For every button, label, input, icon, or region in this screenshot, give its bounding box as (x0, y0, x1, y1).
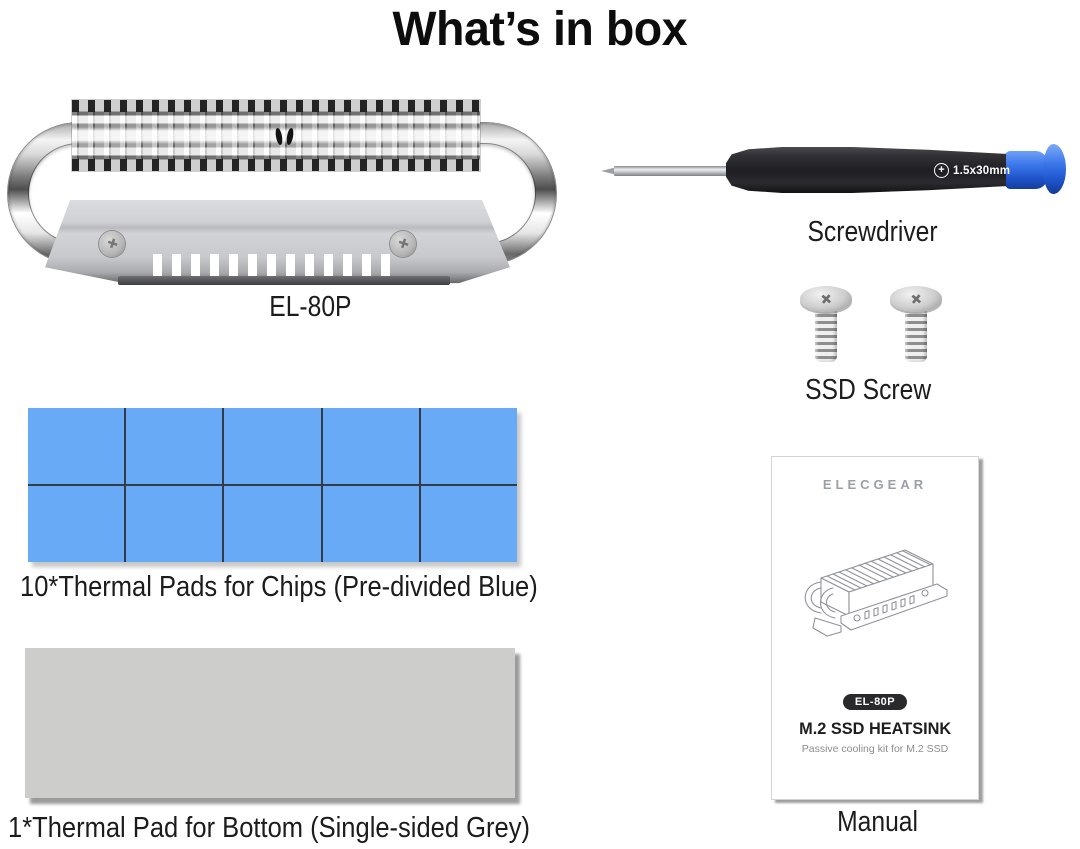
screwdriver-size-marking: 1.5x30mm (934, 163, 1010, 178)
heatsink-center-mark (272, 127, 296, 145)
plate-vent-notches (143, 254, 393, 280)
thermal-pad-grey-label: 1*Thermal Pad for Bottom (Single-sided G… (8, 812, 530, 844)
heatsink-bottom-edge (118, 276, 450, 285)
heatsink-label: EL-80P (268, 291, 352, 323)
thermal-pad-cell (420, 486, 517, 562)
ssd-screw (800, 286, 852, 364)
screwdriver-handle (726, 147, 1006, 193)
thermal-pad-cell (28, 486, 125, 562)
brand-logo: ELECGEAR (822, 477, 928, 492)
screw-head (890, 286, 942, 312)
thermal-pad-cell (322, 408, 419, 484)
thermal-pad-cell (126, 408, 223, 484)
manual-label: Manual (837, 806, 919, 838)
plate-screw-icon (99, 231, 125, 257)
thermal-pad-cell (28, 408, 125, 484)
thermal-pad-cell (224, 486, 321, 562)
phillips-circle-icon (934, 163, 949, 178)
screwdriver-cap-flare (1043, 144, 1066, 194)
heatsink-fin-block (72, 100, 480, 171)
thermal-pad-cell (322, 486, 419, 562)
page-title: What’s in box (392, 3, 688, 56)
screw-shaft (905, 310, 927, 362)
heatsink-line-drawing (804, 549, 948, 637)
heatsink-base-plate (45, 200, 510, 284)
manual-card: ELECGEAR EL-80P M.2 SSD HEATSINK Passive… (771, 456, 979, 800)
screwdriver-tip (601, 167, 617, 175)
thermal-pad-grey (25, 648, 515, 798)
screw-head (800, 286, 852, 312)
ssd-screw-label: SSD Screw (804, 374, 932, 406)
manual-product-subtitle: Passive cooling kit for M.2 SSD (801, 743, 949, 755)
screw-shaft (815, 310, 837, 362)
plate-screw-icon (390, 231, 416, 257)
thermal-pads-grid (28, 408, 517, 562)
ssd-screw (890, 286, 942, 364)
screwdriver-cap (1002, 151, 1050, 189)
thermal-pad-cell (420, 408, 517, 484)
screwdriver-shaft (614, 166, 732, 176)
thermal-pad-cell (126, 486, 223, 562)
screwdriver-label: Screwdriver (807, 216, 939, 248)
thermal-pads-blue-label: 10*Thermal Pads for Chips (Pre-divided B… (20, 571, 538, 603)
thermal-pad-cell (224, 408, 321, 484)
model-badge: EL-80P (842, 694, 908, 710)
manual-product-title: M.2 SSD HEATSINK (798, 719, 952, 738)
